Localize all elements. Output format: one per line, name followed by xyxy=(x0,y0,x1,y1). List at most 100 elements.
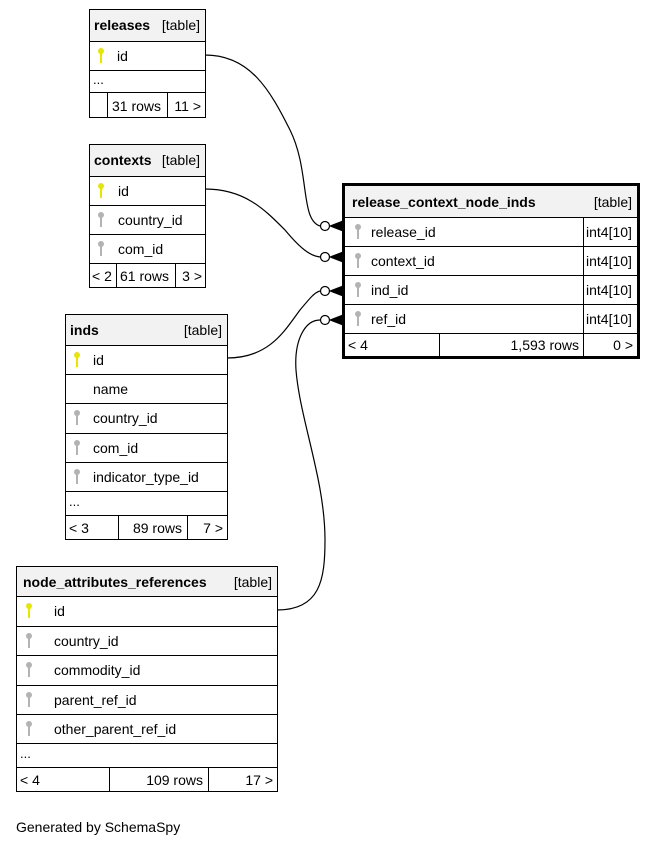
table-header: release_context_node_inds [table] xyxy=(345,186,637,217)
column-name: com_id xyxy=(93,440,139,456)
primary-key-icon xyxy=(98,48,104,63)
table-footer: 31 rows 11 > xyxy=(90,92,205,118)
parents-count[interactable]: < 3 xyxy=(69,520,89,536)
column-name: release_id xyxy=(371,224,436,240)
primary-key-icon xyxy=(74,352,80,367)
foreign-key-icon xyxy=(355,282,361,297)
more-columns: ... xyxy=(17,743,277,767)
foreign-key-icon xyxy=(98,241,104,256)
column-type: int4[10] xyxy=(586,253,632,269)
column-name: id xyxy=(93,352,104,368)
crows-foot-many-marker xyxy=(328,285,344,297)
link-inds-to-ind-id xyxy=(226,290,321,359)
column-row[interactable]: id xyxy=(90,176,205,205)
table-node-attributes-references[interactable]: node_attributes_references [table] id co… xyxy=(16,566,278,792)
table-kind: [table] xyxy=(593,194,632,210)
column-type: int4[10] xyxy=(586,224,632,240)
table-name[interactable]: node_attributes_references xyxy=(23,574,207,590)
link-releases-to-release-id xyxy=(204,54,321,227)
table-name[interactable]: inds xyxy=(70,322,99,338)
column-row[interactable]: parent_ref_id xyxy=(17,685,277,714)
column-row[interactable]: country_id xyxy=(66,403,227,433)
column-row[interactable]: id xyxy=(66,345,227,374)
table-kind: [table] xyxy=(233,574,272,590)
foreign-key-icon xyxy=(26,662,32,677)
column-row[interactable]: id xyxy=(17,596,277,626)
column-name: indicator_type_id xyxy=(93,469,199,485)
column-row[interactable]: ref_id int4[10] xyxy=(345,304,637,333)
table-header: node_attributes_references [table] xyxy=(17,567,277,596)
table-name[interactable]: releases xyxy=(94,17,151,33)
table-footer: < 3 89 rows 7 > xyxy=(66,515,227,540)
table-footer: < 4 109 rows 17 > xyxy=(17,767,277,792)
foreign-key-icon xyxy=(98,212,104,227)
foreign-key-icon xyxy=(355,311,361,326)
column-row[interactable]: id xyxy=(90,41,205,70)
table-kind: [table] xyxy=(161,152,200,168)
table-releases[interactable]: releases [table] id ... 31 rows 11 > xyxy=(89,9,206,118)
table-name[interactable]: contexts xyxy=(94,152,152,168)
optional-circle-marker xyxy=(319,314,331,326)
row-count: 61 rows xyxy=(120,268,170,284)
column-name: name xyxy=(93,381,129,397)
column-name: id xyxy=(117,48,128,64)
column-name: commodity_id xyxy=(54,662,141,678)
optional-circle-marker xyxy=(319,220,331,232)
foreign-key-icon xyxy=(355,224,361,239)
optional-circle-marker xyxy=(319,251,331,263)
column-name: parent_ref_id xyxy=(54,692,137,708)
column-name: country_id xyxy=(54,633,119,649)
parents-count[interactable]: < 4 xyxy=(348,337,368,353)
children-count[interactable]: 7 > xyxy=(203,520,223,536)
row-count: 109 rows xyxy=(146,772,203,788)
children-count[interactable]: 0 > xyxy=(613,337,633,353)
column-row[interactable]: commodity_id xyxy=(17,655,277,685)
column-name: other_parent_ref_id xyxy=(54,721,177,737)
column-row[interactable]: country_id xyxy=(17,626,277,655)
foreign-key-icon xyxy=(355,253,361,268)
more-columns: ... xyxy=(90,70,205,92)
parents-count[interactable]: < 4 xyxy=(20,772,40,788)
column-row[interactable]: com_id xyxy=(66,433,227,462)
column-name: ref_id xyxy=(371,311,407,327)
column-row[interactable]: country_id xyxy=(90,205,205,234)
foreign-key-icon xyxy=(26,721,32,736)
generated-by-credit: Generated by SchemaSpy xyxy=(16,819,181,835)
children-count[interactable]: 11 > xyxy=(174,98,201,114)
table-release-context-node-inds[interactable]: release_context_node_inds [table] releas… xyxy=(342,183,640,359)
link-contexts-to-context-id xyxy=(204,188,321,258)
foreign-key-icon xyxy=(74,410,80,425)
table-inds[interactable]: inds [table] id name country_id com_id i… xyxy=(65,314,228,540)
children-count[interactable]: 17 > xyxy=(245,772,273,788)
table-kind: [table] xyxy=(183,322,222,338)
table-contexts[interactable]: contexts [table] id country_id com_id < … xyxy=(89,144,206,288)
column-row[interactable]: release_id int4[10] xyxy=(345,217,637,246)
column-row[interactable]: ind_id int4[10] xyxy=(345,275,637,304)
foreign-key-icon xyxy=(74,469,80,484)
row-count: 31 rows xyxy=(112,98,162,114)
column-row[interactable]: name xyxy=(66,374,227,403)
column-type: int4[10] xyxy=(586,282,632,298)
table-header: releases [table] xyxy=(90,10,205,41)
column-name: id xyxy=(118,183,129,199)
column-row[interactable]: com_id xyxy=(90,234,205,263)
column-row[interactable]: other_parent_ref_id xyxy=(17,714,277,743)
table-header: contexts [table] xyxy=(90,145,205,176)
primary-key-icon xyxy=(26,603,32,618)
column-row[interactable]: indicator_type_id xyxy=(66,462,227,491)
table-name[interactable]: release_context_node_inds xyxy=(352,194,536,210)
primary-key-icon xyxy=(98,183,104,198)
table-kind: [table] xyxy=(161,17,200,33)
foreign-key-icon xyxy=(74,440,80,455)
column-name: com_id xyxy=(118,241,164,257)
column-name: ind_id xyxy=(371,282,409,298)
column-type: int4[10] xyxy=(586,311,632,327)
table-footer: < 4 1,593 rows 0 > xyxy=(345,333,637,356)
column-row[interactable]: context_id int4[10] xyxy=(345,246,637,275)
foreign-key-icon xyxy=(26,692,32,707)
table-header: inds [table] xyxy=(66,315,227,345)
parents-count[interactable]: < 2 xyxy=(92,268,112,284)
column-name: context_id xyxy=(371,253,435,269)
children-count[interactable]: 3 > xyxy=(182,268,202,284)
foreign-key-icon xyxy=(26,633,32,648)
